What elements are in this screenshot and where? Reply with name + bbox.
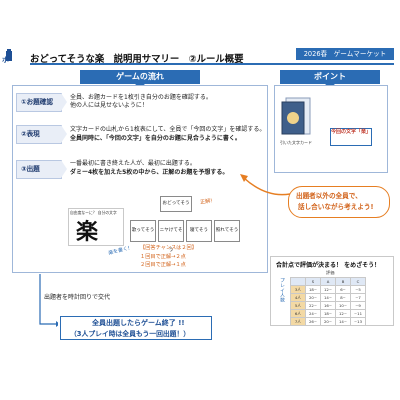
score-cell: 6~ [335, 285, 351, 294]
score-cell: 26~ [305, 317, 321, 326]
score-cell: 22~ [305, 301, 321, 310]
step-2-line-2: 全員同時に、「今回の文字」を自分のお題に見合うように書く。 [70, 135, 241, 142]
answer-chance-note: 【回答チャンスは２回】 １回目で正解→２点 ２回目で正解→１点 [140, 244, 197, 270]
chance-line-2: １回目で正解→２点 [140, 253, 186, 260]
score-cell: ~13 [350, 317, 366, 326]
score-cell: 18~ [320, 309, 336, 318]
step-2-label: ②表現 [16, 125, 62, 144]
game-end-box [60, 316, 212, 340]
step-2-line-1: 文字カードの山札から1枚表にして、全員で「今回の文字」を確認する。 [70, 126, 266, 133]
loop-arrow-icon [39, 274, 58, 327]
score-row-head: 6人 [290, 309, 306, 318]
rotate-turn-text: 出題者を時計回りで交代 [44, 294, 111, 301]
score-cell: 12~ [335, 309, 351, 318]
score-cell: 24~ [305, 309, 321, 318]
curved-arrow-icon [240, 174, 291, 196]
score-cell: ~9 [350, 301, 366, 310]
page-title: おどってそうな楽 説明用サマリー ②ルール概要 [30, 54, 244, 65]
card-stack-caption: 引いた文字カード [280, 140, 312, 145]
chance-line-1: 【回答チャンスは２回】 [140, 245, 197, 251]
discussion-bubble [288, 186, 390, 218]
dummy-card: 寝てそう [186, 220, 212, 242]
step-1-label: ①お題確認 [16, 93, 62, 112]
player-count-label: プレイ人数 [279, 278, 284, 302]
score-row: 4人 20~ 14~ 8~ ~7 [290, 293, 366, 302]
score-row: 6人 24~ 18~ 12~ ~11 [290, 309, 366, 318]
score-cell: 18~ [305, 285, 321, 294]
score-row-head: 3人 [290, 285, 306, 294]
score-header-cell: B [335, 277, 351, 286]
score-cell: 16~ [320, 301, 336, 310]
score-row: 7人 26~ 20~ 14~ ~13 [290, 317, 366, 326]
score-table-label: 評価 [326, 270, 335, 275]
step-1-line-1: 全員、お題カードを1枚引き自分のお題を確認する。 [70, 94, 212, 101]
score-header-row: S A B C [290, 277, 366, 286]
step-3-line-1: 一番最初に書き終えた人が、最初に出題する。 [70, 160, 196, 167]
score-row-head: 5人 [290, 301, 306, 310]
score-row-head: 4人 [290, 293, 306, 302]
logo-icon [6, 49, 12, 61]
drawn-character: 楽 [76, 219, 99, 245]
score-table: S A B C 3人 18~ 12~ 6~ ~5 4人 20~ 14~ 8~ ~… [290, 277, 366, 326]
score-cell: ~5 [350, 285, 366, 294]
header-divider [30, 63, 394, 65]
step-3-label: ③出題 [16, 160, 62, 179]
score-header-cell: A [320, 277, 336, 286]
answer-card: おどってそう [160, 196, 192, 212]
logo-text: ボ [2, 56, 9, 64]
current-word-label: 今回の文字「楽」 [330, 128, 372, 146]
step-1-arrow-icon [61, 93, 67, 111]
drawing-caption: 自由度なーに？ 自分の文字 [70, 210, 117, 215]
card-stack-icon [281, 97, 311, 135]
flow-section-tab: ゲームの流れ [80, 70, 200, 84]
score-cell: 20~ [305, 293, 321, 302]
score-row: 5人 22~ 16~ 10~ ~9 [290, 301, 366, 310]
score-row: 3人 18~ 12~ 6~ ~5 [290, 285, 366, 294]
drawing-sheet [68, 208, 124, 246]
score-header-cell: S [305, 277, 321, 286]
step-3-line-2: ダミー4枚を加えた5枚の中から、正解のお題を予想する。 [70, 169, 229, 176]
dummy-card: 照れてそう [214, 220, 240, 242]
score-cell: 10~ [335, 301, 351, 310]
game-end-line-2: （3人プレイ時は全員もう一回出題！） [70, 330, 191, 338]
step-1-line-2: 他の人には見せないように！ [70, 102, 148, 109]
dummy-card: 歌ってそう [130, 220, 156, 242]
score-row-head: 7人 [290, 317, 306, 326]
dummy-card: ニヤけてそう [158, 220, 184, 253]
score-cell: 8~ [335, 293, 351, 302]
score-cell: ~11 [350, 309, 366, 318]
chance-line-3: ２回目で正解→１点 [140, 262, 186, 268]
discussion-line-2: 話し合いながら考えよう! [298, 203, 374, 211]
score-cell: 14~ [320, 293, 336, 302]
score-cell: 12~ [320, 285, 336, 294]
score-header-cell [290, 277, 306, 286]
point-section-tab: ポイント [280, 70, 380, 84]
step-3-arrow-icon [61, 160, 67, 178]
score-cell: ~7 [350, 293, 366, 302]
score-cell: 20~ [320, 317, 336, 326]
score-cell: 14~ [335, 317, 351, 326]
score-title: 合計点で評価が決まる！ をめざそう！ [276, 262, 381, 269]
discussion-line-1: 出題者以外の全員で、 [296, 192, 362, 200]
event-badge: 2026春 ゲームマーケット [296, 48, 394, 60]
step-2-arrow-icon [61, 125, 67, 143]
game-end-line-1: 全員出題したらゲーム終了 !! [92, 319, 185, 327]
score-header-cell: C [350, 277, 366, 286]
